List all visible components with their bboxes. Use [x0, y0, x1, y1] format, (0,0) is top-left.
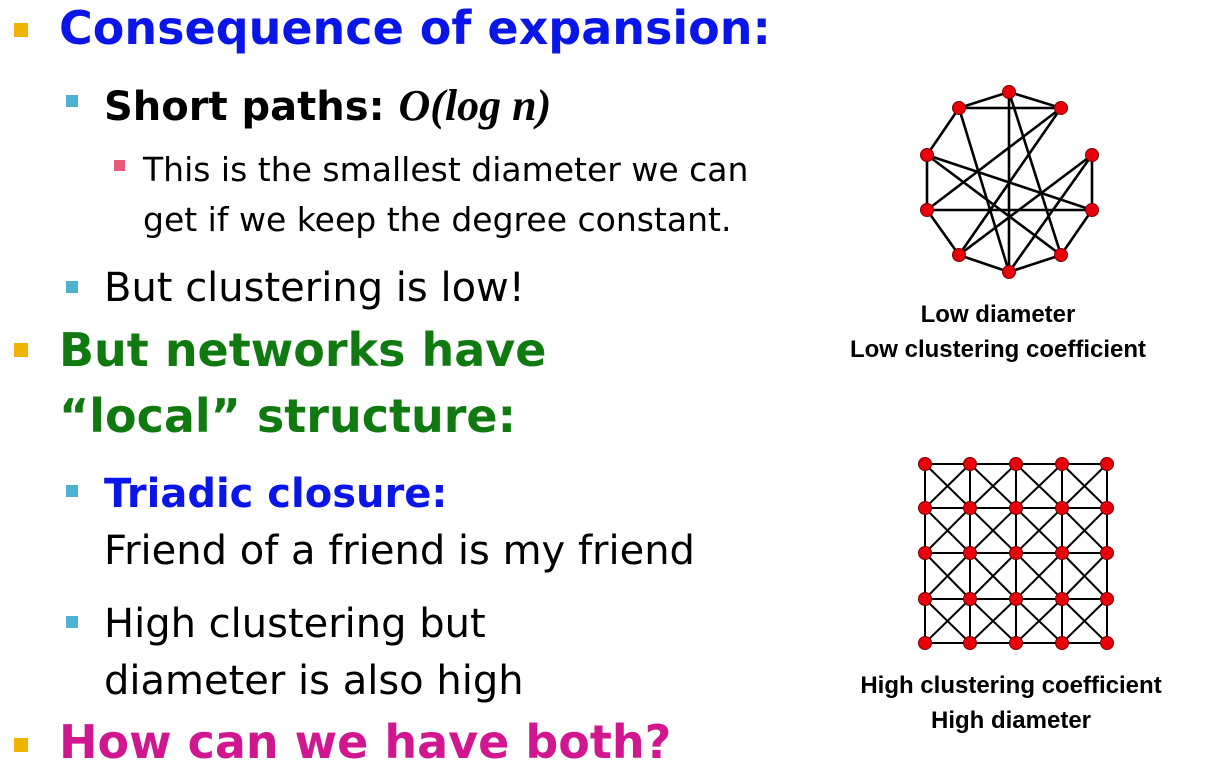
lattice-edge	[969, 463, 1017, 509]
lattice-edge	[1015, 598, 1063, 644]
lattice-node	[918, 592, 932, 606]
lattice-edge	[969, 463, 1017, 509]
lattice-nodes	[918, 457, 1114, 650]
lattice-node	[1009, 546, 1023, 560]
caption-line: Low diameter	[920, 301, 1076, 328]
bullet-square-icon	[114, 160, 125, 171]
lattice-node	[1055, 636, 1069, 650]
lattice-edge	[1015, 552, 1063, 600]
lattice-node	[1009, 501, 1023, 515]
item-triadic-desc: Friend of a friend is my friend	[104, 528, 695, 574]
item-short-paths: Short paths: O(log n)	[104, 84, 551, 128]
lattice-edge	[1061, 463, 1108, 509]
lattice-node	[1100, 501, 1114, 515]
lattice-node	[963, 546, 977, 560]
heading-networks-line1: But networks have	[59, 323, 547, 377]
lattice-node	[918, 546, 932, 560]
lattice-edge	[969, 598, 1017, 644]
lattice-edge	[924, 507, 971, 554]
lattice-node	[1009, 592, 1023, 606]
lattice-edge	[969, 552, 1017, 600]
random-graph-caption: Low diameter Low clustering coefficient	[828, 298, 1168, 368]
lattice-edge	[924, 552, 971, 600]
lattice-edge	[924, 598, 971, 644]
bullet-square-icon	[14, 738, 28, 752]
lattice-node	[1055, 592, 1069, 606]
lattice-node	[1009, 457, 1023, 471]
bullet-square-icon	[66, 95, 78, 107]
lattice-edge	[924, 552, 971, 600]
lattice-node	[1055, 457, 1069, 471]
item-smallest-diameter-line1: This is the smallest diameter we can	[143, 150, 749, 189]
random-graph-nodes	[920, 85, 1099, 279]
item-triadic-label: Triadic closure:	[104, 471, 448, 517]
lattice-node	[963, 501, 977, 515]
lattice-edge	[1061, 598, 1108, 644]
lattice-caption: High clustering coefficient High diamete…	[828, 669, 1194, 739]
lattice-edge	[1015, 507, 1063, 554]
lattice-edge	[969, 507, 1017, 554]
bullet-square-icon	[14, 343, 28, 357]
lattice-edge	[1015, 552, 1063, 600]
lattice-edge	[1061, 598, 1108, 644]
lattice-edge	[1061, 463, 1108, 509]
lattice-edge	[1015, 463, 1063, 509]
lattice-edges	[924, 463, 1108, 644]
lattice-edge	[1061, 552, 1108, 600]
lattice-edge	[1015, 507, 1063, 554]
lattice-node	[918, 636, 932, 650]
lattice-node	[1055, 546, 1069, 560]
lattice-node	[1100, 636, 1114, 650]
caption-line: High clustering coefficient	[860, 672, 1162, 699]
lattice-edge	[924, 598, 971, 644]
lattice-node	[1100, 457, 1114, 471]
lattice-edge	[1015, 463, 1063, 509]
lattice-edge	[969, 507, 1017, 554]
lattice-edge	[924, 507, 971, 554]
item-high-clustering-line1: High clustering but	[104, 601, 486, 647]
lattice-edge	[924, 463, 971, 509]
bullet-square-icon	[14, 23, 28, 37]
lattice-node	[1055, 501, 1069, 515]
caption-line: Low clustering coefficient	[849, 335, 1147, 363]
lattice-edge	[1015, 598, 1063, 644]
lattice-node	[918, 457, 932, 471]
lattice-node	[1100, 546, 1114, 560]
short-paths-formula: O(log n)	[398, 81, 552, 130]
lattice-node	[963, 592, 977, 606]
lattice-edge	[924, 463, 971, 509]
lattice-edge	[969, 552, 1017, 600]
short-paths-label: Short paths:	[104, 84, 399, 130]
lattice-node	[1009, 636, 1023, 650]
bullet-square-icon	[66, 616, 78, 628]
lattice-node	[1100, 592, 1114, 606]
lattice-edge	[1061, 552, 1108, 600]
caption-line: High diameter	[930, 706, 1092, 734]
lattice-edge	[969, 598, 1017, 644]
heading-consequence: Consequence of expansion:	[59, 1, 771, 55]
bullet-square-icon	[66, 281, 78, 293]
item-smallest-diameter-line2: get if we keep the degree constant.	[143, 200, 732, 239]
bullet-square-icon	[66, 485, 78, 497]
lattice-node	[963, 457, 977, 471]
item-high-clustering-line2: diameter is also high	[104, 658, 524, 704]
lattice-edge	[1061, 507, 1108, 554]
item-clustering-low: But clustering is low!	[104, 265, 525, 311]
random-graph-edges	[925, 90, 1094, 274]
lattice-node	[963, 636, 977, 650]
heading-how-both: How can we have both?	[59, 715, 672, 769]
lattice-edge	[1061, 507, 1108, 554]
lattice-node	[918, 501, 932, 515]
heading-networks-line2: “local” structure:	[59, 389, 517, 443]
